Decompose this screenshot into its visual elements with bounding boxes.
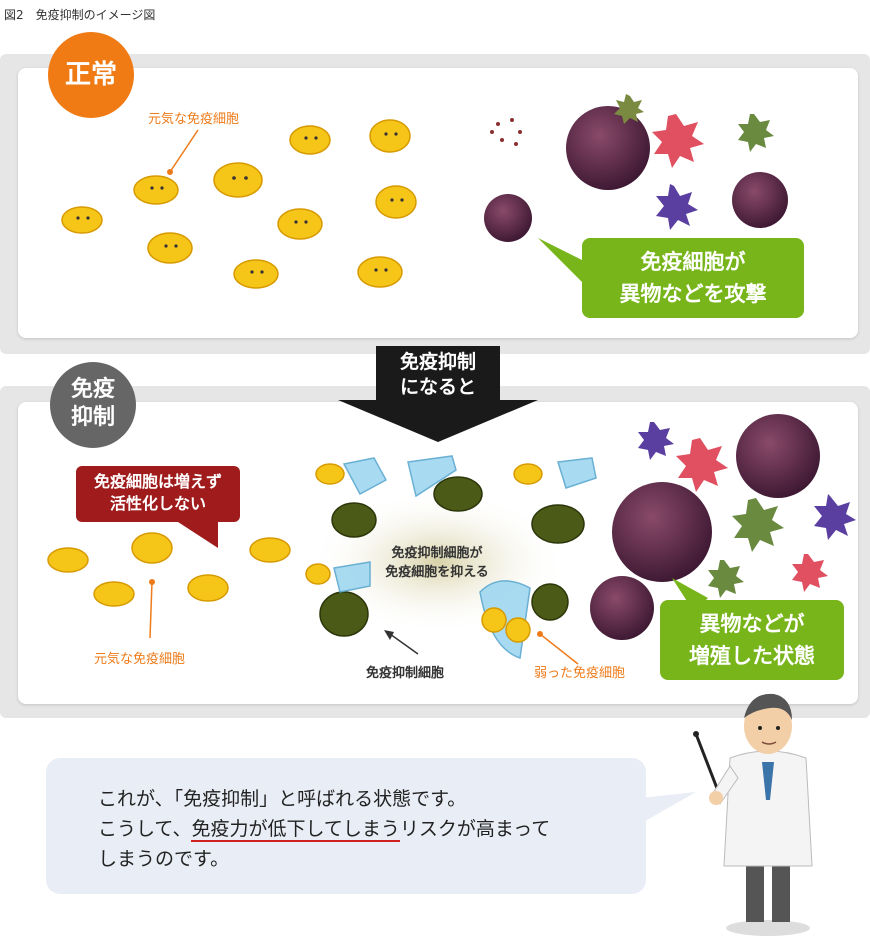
- center-text-line1: 免疫抑制細胞が: [391, 546, 483, 561]
- transition-line1: 免疫抑制: [399, 351, 476, 373]
- weak-pointer: [539, 633, 579, 665]
- red-speech-pointer: [178, 522, 218, 548]
- explanation-box: [46, 758, 646, 894]
- normal-badge: 正常: [48, 32, 134, 118]
- foreign-bodies: [484, 94, 788, 242]
- explanation-line2-underlined: 免疫力が低下してしまう: [191, 818, 400, 842]
- weak-pointer-dot: [537, 631, 543, 637]
- weak-cell-label: 弱った免疫細胞: [534, 666, 626, 681]
- suppressor-cells: [319, 476, 585, 637]
- doctor-illustration: [693, 693, 813, 936]
- transition-arrow-head: [338, 400, 538, 442]
- suppression-badge-line2: 抑制: [70, 405, 115, 430]
- doctor-tie: [762, 762, 774, 800]
- attack-speech-line2: 異物などを攻撃: [619, 282, 767, 306]
- explanation-line2-pre: こうして、: [98, 818, 192, 840]
- healthy-cell-label: 元気な免疫細胞: [148, 112, 240, 127]
- suppressor-pointer-head: [384, 630, 394, 640]
- weak-cells: [305, 463, 543, 643]
- healthy-cells: [61, 119, 417, 289]
- figure-caption: 図2 免疫抑制のイメージ図: [4, 8, 156, 22]
- label-pointer-line-2: [149, 581, 153, 639]
- doctor-leg-left: [746, 856, 764, 922]
- normal-illustration: [61, 94, 788, 289]
- healthy-cell-label-2: 元気な免疫細胞: [94, 652, 186, 667]
- suppression-center-text: 免疫抑制細胞が 免疫細胞を抑える: [362, 544, 512, 582]
- proliferation-line1: 異物などが: [699, 612, 805, 636]
- no-activation-speech: 免疫細胞は増えず 活性化しない: [76, 466, 240, 522]
- transition-line2: になると: [399, 376, 476, 398]
- label-pointer-dot: [167, 169, 173, 175]
- proliferation-speech-bubble: 異物などが 増殖した状態: [660, 600, 844, 680]
- explanation-line3: しまうのです。: [98, 848, 230, 870]
- attack-speech-line1: 免疫細胞が: [640, 250, 746, 274]
- cell-faces: [76, 132, 404, 274]
- label-pointer-dot-2: [149, 579, 155, 585]
- pointer-stick: [694, 733, 722, 797]
- doctor-hand: [709, 791, 723, 805]
- doctor-leg-right: [772, 856, 790, 922]
- explanation-pointer: [640, 792, 696, 824]
- doctor-coat: [723, 750, 813, 867]
- center-text-line2: 免疫細胞を抑える: [385, 565, 489, 580]
- normal-badge-label: 正常: [64, 60, 117, 90]
- suppression-badge-line1: 免疫: [70, 377, 115, 402]
- doctor-shadow: [726, 920, 810, 936]
- attack-speech-bubble: 免疫細胞が 異物などを攻撃: [582, 238, 804, 318]
- doctor-face: [744, 698, 792, 754]
- proliferation-line2: 増殖した状態: [689, 644, 815, 668]
- suppression-badge: 免疫 抑制: [50, 362, 136, 448]
- explanation-line1: これが、「免疫抑制」と呼ばれる状態です。: [98, 788, 467, 810]
- explanation-line2: こうして、免疫力が低下してしまうリスクが高まって: [98, 814, 638, 844]
- suppressor-pointer: [389, 633, 419, 655]
- no-activation-line2: 活性化しない: [109, 494, 206, 513]
- doctor-hair: [744, 693, 792, 720]
- explanation-text: これが、「免疫抑制」と呼ばれる状態です。 こうして、免疫力が低下してしまうリスク…: [98, 784, 638, 874]
- explanation-line2-post: リスクが高まって: [399, 818, 551, 840]
- idle-healthy-cells: [47, 532, 291, 607]
- transition-arrow-body: 免疫抑制 になると: [376, 346, 500, 402]
- suppression-illustration: [47, 414, 856, 665]
- label-pointer-line: [169, 129, 199, 173]
- proliferated-foreign-bodies: [590, 414, 856, 640]
- suppressor-cell-label: 免疫抑制細胞: [366, 666, 445, 681]
- no-activation-line1: 免疫細胞は増えず: [93, 472, 222, 491]
